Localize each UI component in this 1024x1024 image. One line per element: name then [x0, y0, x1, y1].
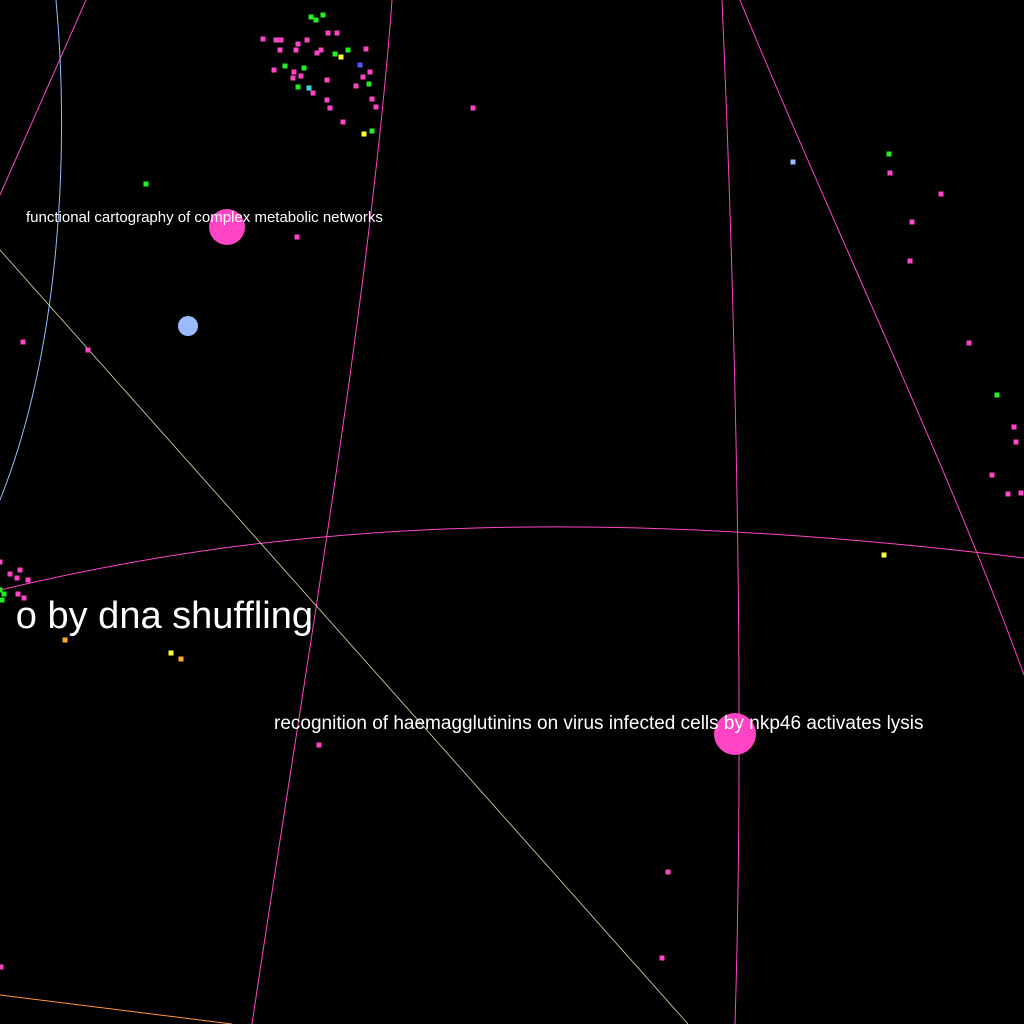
graph-node-small[interactable]	[7, 571, 13, 577]
graph-node-nkp46[interactable]	[714, 713, 756, 755]
edge-curve	[0, 249, 689, 1024]
node-label-dna-shuffling[interactable]: o by dna shuffling	[16, 595, 313, 637]
graph-node-small[interactable]	[989, 472, 995, 478]
graph-node-small[interactable]	[293, 47, 299, 53]
graph-node-small[interactable]	[1011, 424, 1017, 430]
graph-node-small[interactable]	[340, 119, 346, 125]
graph-node-small[interactable]	[85, 347, 91, 353]
graph-node-small[interactable]	[306, 85, 312, 91]
graph-node-small[interactable]	[353, 83, 359, 89]
graph-node-small[interactable]	[325, 30, 331, 36]
graph-node-light-blue[interactable]	[178, 316, 198, 336]
graph-node-small[interactable]	[14, 575, 20, 581]
graph-node-small[interactable]	[1, 591, 7, 597]
graph-node-small[interactable]	[938, 191, 944, 197]
graph-node-metabolic[interactable]	[209, 209, 245, 245]
graph-node-small[interactable]	[324, 77, 330, 83]
graph-node-small[interactable]	[313, 17, 319, 23]
graph-node-small[interactable]	[314, 50, 320, 56]
graph-node-small[interactable]	[25, 577, 31, 583]
edge-curve	[0, 994, 233, 1024]
graph-node-small[interactable]	[320, 12, 326, 18]
graph-node-small[interactable]	[790, 159, 796, 165]
graph-node-small[interactable]	[20, 339, 26, 345]
graph-node-small[interactable]	[366, 81, 372, 87]
graph-node-small[interactable]	[143, 181, 149, 187]
graph-node-small[interactable]	[1005, 491, 1011, 497]
graph-node-small[interactable]	[994, 392, 1000, 398]
edge-curve	[739, 0, 1024, 676]
edge-curve	[0, 0, 87, 196]
graph-node-small[interactable]	[363, 46, 369, 52]
graph-node-small[interactable]	[295, 84, 301, 90]
graph-node-small[interactable]	[15, 591, 21, 597]
graph-node-small[interactable]	[295, 41, 301, 47]
graph-node-small[interactable]	[273, 37, 279, 43]
graph-node-small[interactable]	[332, 51, 338, 57]
graph-node-small[interactable]	[0, 559, 3, 565]
graph-node-small[interactable]	[304, 37, 310, 43]
graph-node-small[interactable]	[168, 650, 174, 656]
graph-node-small[interactable]	[887, 170, 893, 176]
graph-node-small[interactable]	[345, 47, 351, 53]
graph-node-small[interactable]	[907, 258, 913, 264]
graph-node-small[interactable]	[357, 62, 363, 68]
edge-curve	[0, 526, 1024, 591]
node-layer	[0, 12, 1024, 970]
graph-node-small[interactable]	[277, 47, 283, 53]
graph-node-small[interactable]	[367, 69, 373, 75]
graph-node-small[interactable]	[0, 587, 3, 593]
graph-node-small[interactable]	[62, 637, 68, 643]
graph-node-small[interactable]	[470, 105, 476, 111]
node-label-nkp46[interactable]: recognition of haemagglutinins on virus …	[274, 713, 924, 734]
graph-node-small[interactable]	[282, 63, 288, 69]
graph-node-small[interactable]	[260, 36, 266, 42]
graph-node-small[interactable]	[373, 104, 379, 110]
graph-node-small[interactable]	[334, 30, 340, 36]
graph-node-small[interactable]	[665, 869, 671, 875]
graph-node-small[interactable]	[881, 552, 887, 558]
node-label-metabolic[interactable]: functional cartography of complex metabo…	[26, 209, 383, 226]
edge-curve	[721, 0, 740, 1024]
graph-node-small[interactable]	[278, 37, 284, 43]
graph-node-small[interactable]	[271, 67, 277, 73]
graph-node-small[interactable]	[0, 597, 5, 603]
graph-node-small[interactable]	[327, 105, 333, 111]
graph-node-small[interactable]	[17, 567, 23, 573]
graph-node-small[interactable]	[178, 656, 184, 662]
graph-node-small[interactable]	[1013, 439, 1019, 445]
graph-node-small[interactable]	[290, 75, 296, 81]
graph-node-small[interactable]	[369, 96, 375, 102]
graph-node-small[interactable]	[301, 65, 307, 71]
graph-node-small[interactable]	[338, 54, 344, 60]
graph-node-small[interactable]	[966, 340, 972, 346]
graph-node-small[interactable]	[324, 97, 330, 103]
graph-node-small[interactable]	[0, 964, 4, 970]
graph-node-small[interactable]	[1018, 490, 1024, 496]
graph-node-small[interactable]	[369, 128, 375, 134]
graph-node-small[interactable]	[360, 74, 366, 80]
edge-curve	[0, 0, 63, 501]
graph-node-small[interactable]	[291, 69, 297, 75]
graph-node-small[interactable]	[308, 14, 314, 20]
graph-node-small[interactable]	[886, 151, 892, 157]
edge-curve	[251, 0, 393, 1024]
graph-node-small[interactable]	[21, 595, 27, 601]
graph-node-small[interactable]	[294, 234, 300, 240]
graph-node-small[interactable]	[361, 131, 367, 137]
graph-node-small[interactable]	[659, 955, 665, 961]
graph-node-small[interactable]	[909, 219, 915, 225]
graph-node-small[interactable]	[310, 90, 316, 96]
graph-node-small[interactable]	[318, 47, 324, 53]
graph-node-small[interactable]	[316, 742, 322, 748]
graph-node-small[interactable]	[298, 73, 304, 79]
